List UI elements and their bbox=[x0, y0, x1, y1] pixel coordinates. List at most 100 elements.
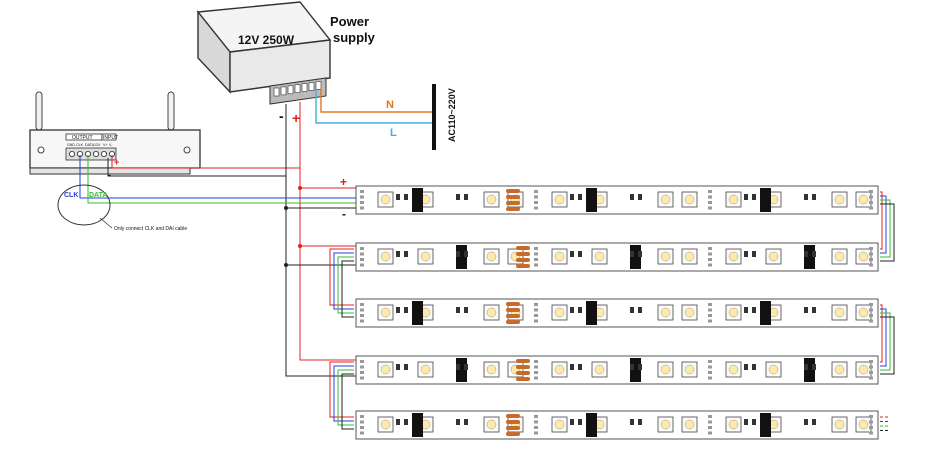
resistor bbox=[516, 246, 530, 250]
solder-pad bbox=[708, 420, 712, 424]
smd-component bbox=[570, 419, 574, 425]
solder-pad bbox=[534, 365, 538, 369]
psu-minus-label: - bbox=[279, 108, 284, 124]
solder-pad bbox=[708, 319, 712, 323]
clk-wire bbox=[79, 155, 356, 199]
solder-pad bbox=[708, 303, 712, 306]
solder-pad bbox=[360, 371, 364, 374]
controller-port[interactable] bbox=[69, 150, 76, 157]
solder-pad bbox=[360, 308, 364, 312]
smd-component bbox=[804, 307, 808, 313]
controller-port[interactable] bbox=[93, 150, 100, 157]
solder-pad bbox=[534, 201, 538, 204]
resistor bbox=[506, 195, 520, 199]
signal-callout-ring bbox=[57, 184, 111, 226]
smd-component bbox=[744, 251, 748, 257]
solder-pad bbox=[708, 258, 712, 261]
led-strip bbox=[355, 185, 879, 215]
driver-ic bbox=[586, 188, 597, 212]
resistor bbox=[506, 314, 520, 318]
smd-component bbox=[744, 419, 748, 425]
resistor bbox=[506, 432, 520, 436]
smd-component bbox=[464, 194, 468, 200]
psu-positive-bus bbox=[299, 102, 356, 361]
solder-pad bbox=[708, 247, 712, 250]
solder-pad bbox=[360, 314, 364, 317]
smd-component bbox=[812, 419, 816, 425]
solder-pad bbox=[869, 376, 873, 380]
controller-port-label: CLK bbox=[76, 143, 84, 147]
solder-pad bbox=[360, 360, 364, 363]
resistor bbox=[506, 201, 520, 205]
smd-component bbox=[404, 251, 408, 257]
smd-component bbox=[804, 194, 808, 200]
resistor bbox=[516, 252, 530, 256]
smd-component bbox=[464, 307, 468, 313]
psu-terminal bbox=[273, 87, 280, 97]
solder-pad bbox=[708, 314, 712, 317]
controller-port[interactable] bbox=[101, 150, 108, 157]
solder-pad bbox=[360, 319, 364, 323]
signal-note: Only connect CLK and DAI cable bbox=[114, 226, 187, 232]
controller-port-label: DATA bbox=[85, 143, 95, 147]
strip-link-wire bbox=[341, 373, 354, 430]
solder-pad bbox=[360, 431, 364, 435]
power-supply: 12V 250W bbox=[196, 1, 332, 105]
driver-ic bbox=[412, 413, 423, 437]
smd-component bbox=[570, 364, 574, 370]
controller-plus: + bbox=[114, 157, 119, 167]
data-label: DATA bbox=[89, 192, 107, 199]
live-wire bbox=[315, 90, 432, 124]
smd-component bbox=[396, 251, 400, 257]
driver-ic bbox=[630, 358, 641, 382]
smd-component bbox=[404, 194, 408, 200]
solder-pad bbox=[534, 303, 538, 306]
solder-pad bbox=[869, 247, 873, 250]
strip-minus-label: - bbox=[342, 207, 346, 221]
driver-ic bbox=[412, 301, 423, 325]
led-strip bbox=[355, 298, 879, 328]
smd-component bbox=[456, 194, 460, 200]
solder-pad bbox=[869, 252, 873, 256]
controller-input-header: INPUT bbox=[103, 135, 118, 141]
strip-plus-label: + bbox=[340, 175, 347, 189]
solder-pad bbox=[708, 426, 712, 429]
solder-pad bbox=[534, 247, 538, 250]
resistor bbox=[506, 414, 520, 418]
driver-ic bbox=[586, 413, 597, 437]
smd-component bbox=[638, 194, 642, 200]
solder-pad bbox=[360, 415, 364, 418]
resistor bbox=[506, 426, 520, 430]
resistor bbox=[506, 189, 520, 193]
resistor bbox=[516, 258, 530, 262]
live-label: L bbox=[390, 127, 397, 139]
smd-component bbox=[404, 419, 408, 425]
solder-pad bbox=[534, 415, 538, 418]
controller-power-ground bbox=[107, 158, 286, 177]
solder-pad bbox=[869, 263, 873, 267]
solder-pad bbox=[869, 201, 873, 204]
psu-terminal bbox=[301, 83, 308, 92]
solder-pad bbox=[869, 190, 873, 193]
psu-ground-bus bbox=[285, 104, 356, 377]
solder-pad bbox=[708, 252, 712, 256]
solder-pad bbox=[708, 371, 712, 374]
psu-terminal bbox=[294, 84, 301, 93]
smd-component bbox=[638, 364, 642, 370]
solder-pad bbox=[534, 376, 538, 380]
data-wire bbox=[87, 155, 356, 204]
smd-component bbox=[464, 419, 468, 425]
solder-pad bbox=[360, 263, 364, 267]
smd-component bbox=[396, 419, 400, 425]
psu-title-line2: supply bbox=[333, 30, 376, 45]
solder-pad bbox=[708, 431, 712, 435]
solder-pad bbox=[534, 190, 538, 193]
led-strip bbox=[355, 242, 879, 272]
led-strip bbox=[355, 410, 879, 440]
solder-pad bbox=[360, 365, 364, 369]
solder-pad bbox=[708, 201, 712, 204]
solder-pad bbox=[534, 426, 538, 429]
smd-component bbox=[804, 251, 808, 257]
